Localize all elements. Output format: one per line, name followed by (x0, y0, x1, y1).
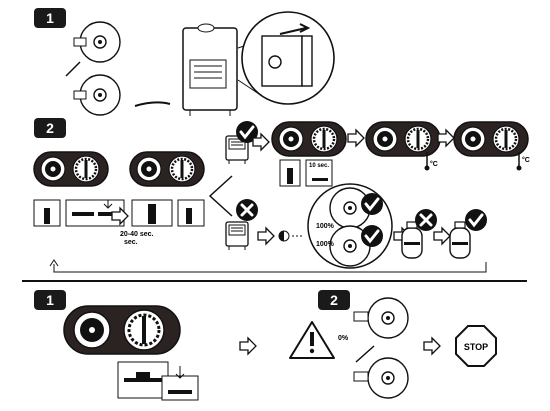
check-icon (359, 191, 385, 217)
arrow-right-icon (239, 337, 257, 355)
warning-icon (289, 321, 335, 359)
thermometer-icon (424, 152, 522, 171)
regulator-icon (367, 357, 409, 399)
control-panel-icon (128, 150, 206, 188)
half-circle-icon (278, 230, 290, 242)
stop-label: STOP (464, 342, 488, 352)
temp-unit-label: °C (430, 160, 438, 168)
regulator-icon (65, 21, 121, 116)
step-badge-lower-2: 2 (318, 290, 350, 310)
step-badge-upper-1: 1 (34, 8, 66, 28)
door-open-icon (241, 11, 335, 105)
cross-icon (234, 197, 260, 223)
percent-empty-label: 0% (338, 335, 349, 342)
heater-icon (225, 221, 249, 251)
heater-icon (182, 23, 238, 116)
control-panel-icon (33, 199, 205, 227)
arrow-right-icon (134, 101, 171, 107)
section-divider (22, 280, 527, 282)
percent-full-label: 100% (316, 223, 335, 230)
control-panel-icon (270, 120, 348, 158)
cross-icon (413, 207, 439, 233)
gas-bottle-icon (449, 221, 471, 259)
check-icon (463, 207, 489, 233)
check-icon (359, 223, 385, 249)
control-panel-icon (117, 361, 199, 401)
wait-time-label: 20-40 sec.sec. (120, 231, 154, 246)
control-panel-icon (364, 120, 442, 158)
regulator-icon (367, 297, 409, 339)
wait-short-label: 10 sec. (309, 163, 329, 169)
stop-sign-icon: STOP (455, 325, 497, 367)
step-badge-lower-1: 1 (34, 290, 66, 310)
control-panel-icon (63, 305, 181, 355)
control-panel-icon (452, 120, 530, 158)
arrow-right-icon (423, 337, 441, 355)
temp-unit-label: °C (522, 156, 530, 164)
percent-full-label: 100% (316, 241, 335, 248)
control-panel-icon (32, 150, 110, 188)
step-badge-upper-2: 2 (34, 118, 66, 138)
